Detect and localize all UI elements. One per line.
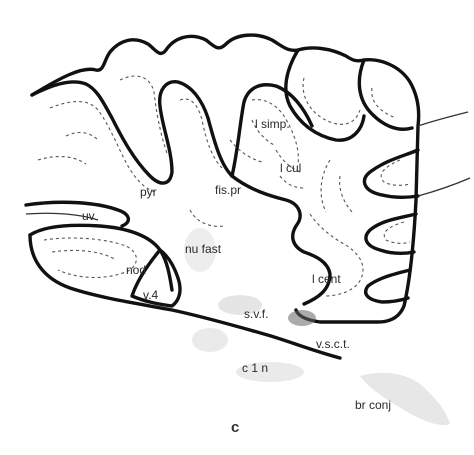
panel-label: c — [231, 419, 239, 436]
label-c1n: c 1 n — [242, 361, 268, 375]
label-lobulus-centralis: l cent — [312, 272, 341, 286]
cortex-outline — [32, 35, 470, 322]
label-vsct: v.s.c.t. — [316, 337, 350, 351]
label-fourth-ventricle: v.4 — [143, 288, 158, 302]
label-uvula: uv — [82, 209, 95, 223]
label-fissura-prima: fis.pr — [215, 183, 241, 197]
label-svf: s.v.f. — [244, 307, 268, 321]
label-lobulus-culmen: l cul — [280, 161, 301, 175]
label-nucleus-fastigii: nu fast — [185, 242, 222, 256]
label-lobulus-simplex: l simp. — [255, 117, 290, 131]
structure-labels: l simp. l cul pyr fis.pr uv nu fast nod … — [82, 117, 391, 436]
label-brachium-conjunctivum: br conj — [355, 398, 391, 412]
label-pyramis: pyr — [140, 185, 157, 199]
label-nodulus: nod — [126, 263, 146, 277]
lower-lobes — [26, 202, 340, 358]
